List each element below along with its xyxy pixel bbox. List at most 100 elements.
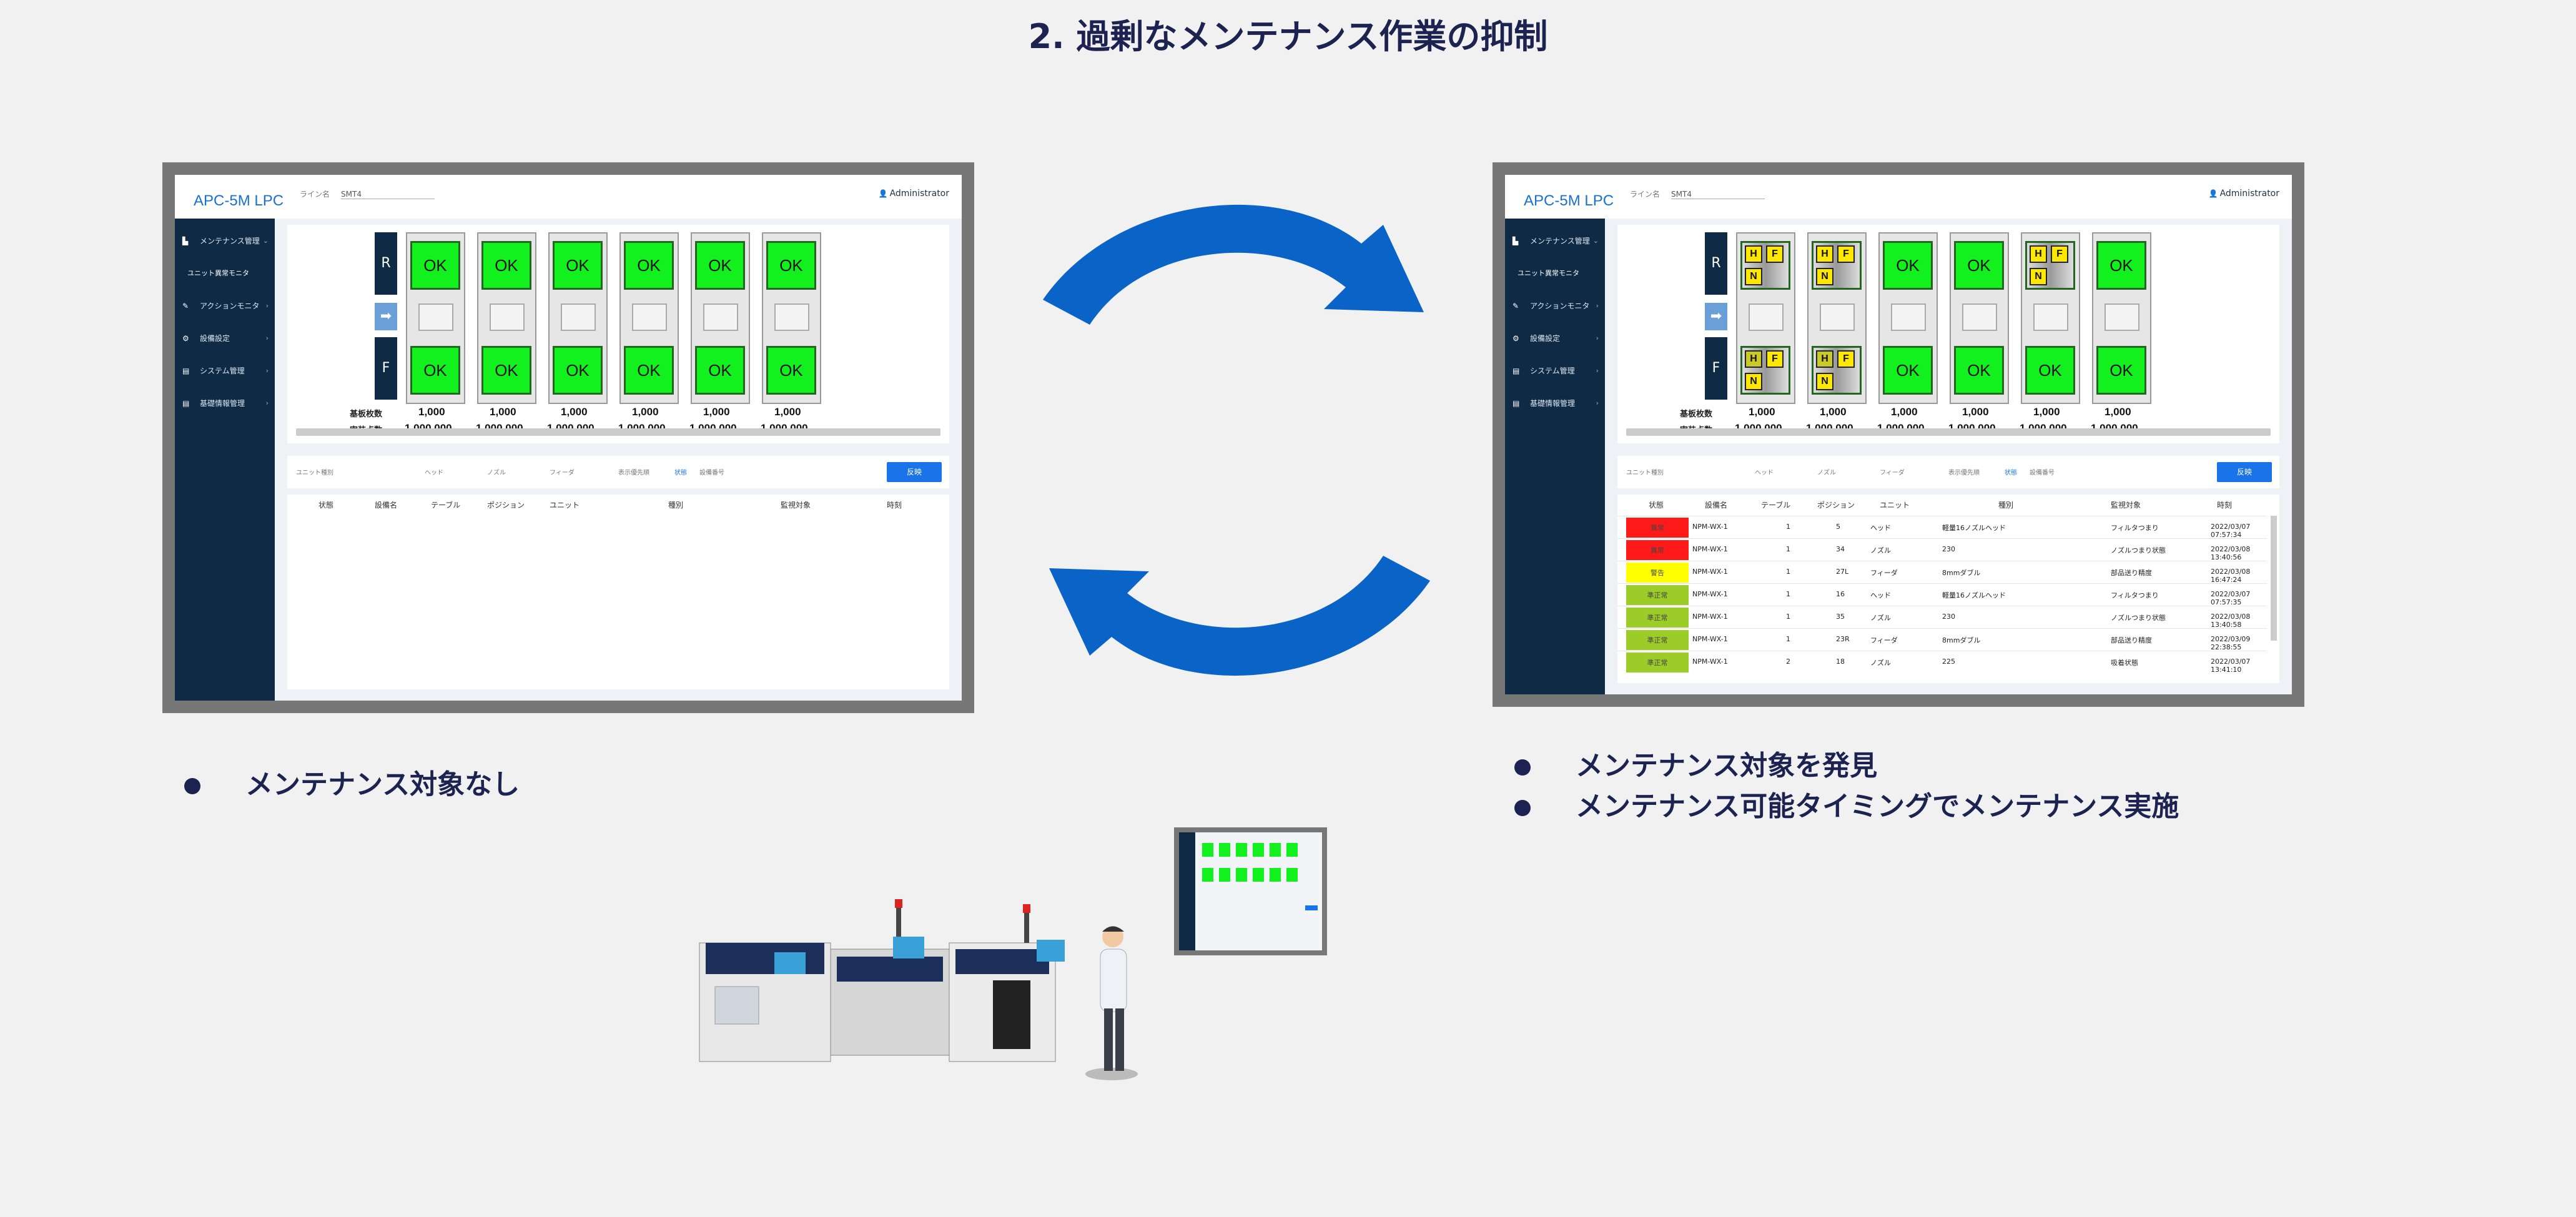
status-radio[interactable]: 状態 (2005, 470, 2017, 476)
unit-cell-front[interactable]: OK (1883, 346, 1933, 395)
unit-cell-front[interactable]: OK (695, 346, 745, 395)
unit-cell-front[interactable]: OK (624, 346, 674, 395)
unit-cell-rear[interactable]: OK (410, 241, 460, 290)
status-radio[interactable]: 状態 (674, 470, 687, 476)
table-header[interactable]: 時刻 (887, 501, 902, 510)
sidebar-item-3[interactable]: ✎アクションモニタ› (175, 290, 275, 322)
cycle-arrow-bottom (1049, 556, 1430, 676)
sidebar-item-label: メンテナンス管理 (1530, 237, 1590, 245)
table-header[interactable]: 種別 (668, 501, 684, 510)
update-button[interactable]: 反映 (2217, 462, 2272, 482)
head-marker: H (1816, 245, 1833, 263)
table-header[interactable]: 状態 (318, 501, 334, 510)
cell-pos: 23R (1836, 635, 1850, 643)
table-header[interactable]: 設備名 (375, 501, 398, 510)
sidebar-item-1[interactable]: ▙メンテナンス管理⌄ (1505, 225, 1605, 257)
unit-cell-rear[interactable]: OK (624, 241, 674, 290)
nozzle-checkbox[interactable]: ノズル (487, 470, 506, 476)
sidebar-item-4[interactable]: ⚙設備設定› (175, 322, 275, 355)
ok-label: OK (1896, 360, 1920, 380)
sidebar-item-6[interactable]: ▤基礎情報管理› (175, 387, 275, 420)
unit-cell-front[interactable]: OK (1954, 346, 2004, 395)
unit-cell-rear[interactable]: OK (1954, 241, 2004, 290)
unit-cell-front[interactable]: OK (481, 346, 531, 395)
unit-cell-rear[interactable]: OK (553, 241, 603, 290)
head-checkbox[interactable]: ヘッド (1755, 470, 1774, 476)
table-header[interactable]: ユニット (1880, 501, 1910, 510)
doc-icon: ▤ (182, 367, 190, 375)
unit-cell-front[interactable]: OK (2025, 346, 2075, 395)
table-header[interactable]: テーブル (1761, 501, 1791, 510)
nozzle-marker: N (1745, 268, 1762, 285)
table-header[interactable]: ポジション (1817, 501, 1855, 510)
sidebar-item-label: システム管理 (200, 367, 245, 375)
slide-title: 2. 過剰なメンテナンス作業の抑制 (1028, 17, 1548, 56)
main-area: R➡FHFNHFN1,0001,000,000HFNHFN1,0001,000,… (1605, 219, 2292, 694)
equipment-no-radio[interactable]: 設備番号 (699, 470, 724, 476)
feeder-checkbox[interactable]: フィーダ (550, 470, 575, 476)
unit-cell-front[interactable]: OK (2096, 346, 2146, 395)
unit-cell-rear[interactable]: OK (766, 241, 816, 290)
sidebar-item-1[interactable]: ▙メンテナンス管理⌄ (175, 225, 275, 257)
horizontal-scrollbar[interactable] (296, 428, 940, 436)
table-header[interactable]: 時刻 (2217, 501, 2233, 510)
unit-cell-rear[interactable]: OK (695, 241, 745, 290)
cell-pos: 5 (1836, 523, 1840, 531)
head-checkbox[interactable]: ヘッド (425, 470, 443, 476)
nozzle-checkbox[interactable]: ノズル (1817, 470, 1836, 476)
sidebar-item-2[interactable]: ユニット異常モニタ (175, 257, 275, 290)
sidebar-item-3[interactable]: ✎アクションモニタ› (1505, 290, 1605, 322)
feeder-checkbox[interactable]: フィーダ (1880, 470, 1905, 476)
table-header[interactable]: 種別 (1998, 501, 2014, 510)
user-menu[interactable]: Administrator (2209, 189, 2279, 199)
unit-cell-rear[interactable]: OK (2096, 241, 2146, 290)
sidebar-item-5[interactable]: ▤システム管理› (175, 355, 275, 387)
table-header[interactable]: 監視対象 (781, 501, 811, 510)
cell-equip: NPM-WX-1 (1692, 523, 1728, 531)
table-header[interactable]: ユニット (550, 501, 580, 510)
unit-cell-front[interactable]: OK (410, 346, 460, 395)
table-header[interactable]: 状態 (1649, 501, 1664, 510)
table-header[interactable]: 設備名 (1705, 501, 1728, 510)
unit-cell-front[interactable]: OK (553, 346, 603, 395)
sidebar-item-6[interactable]: ▤基礎情報管理› (1505, 387, 1605, 420)
table-header[interactable]: ポジション (487, 501, 525, 510)
chevron-icon: › (265, 399, 269, 407)
conveyor-arrow-icon: ➡ (1705, 303, 1727, 330)
machine-unit: OK OK (406, 232, 465, 404)
table-header[interactable]: テーブル (431, 501, 461, 510)
sidebar-item-4[interactable]: ⚙設備設定› (1505, 322, 1605, 355)
horizontal-scrollbar[interactable] (1626, 428, 2271, 436)
vertical-scrollbar[interactable] (2271, 516, 2277, 641)
table-header[interactable]: 監視対象 (2111, 501, 2141, 510)
arrow-shape-top (1043, 204, 1424, 325)
user-menu[interactable]: Administrator (879, 189, 949, 199)
conveyor-slot (1962, 303, 1997, 331)
sidebar-item-5[interactable]: ▤システム管理› (1505, 355, 1605, 387)
unit-cell-rear[interactable]: OK (1883, 241, 1933, 290)
update-button[interactable]: 反映 (887, 462, 942, 482)
conveyor-slot (1820, 303, 1855, 331)
head-marker: H (1816, 350, 1833, 368)
unit-cell-rear[interactable]: OK (481, 241, 531, 290)
cell-type: 軽量16ノズルヘッド (1942, 524, 2006, 532)
sidebar-item-2[interactable]: ユニット異常モニタ (1505, 257, 1605, 290)
equipment-no-radio[interactable]: 設備番号 (2030, 470, 2055, 476)
unit-cell-front[interactable]: OK (766, 346, 816, 395)
row-f-label: F (375, 337, 397, 400)
